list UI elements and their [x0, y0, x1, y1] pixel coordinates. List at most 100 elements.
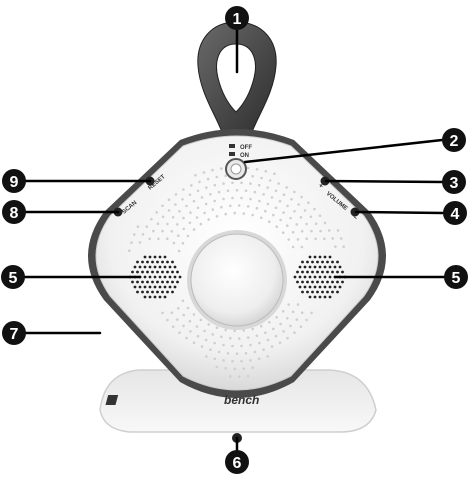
speaker-hole [329, 296, 332, 299]
speaker-hole [164, 276, 167, 279]
perforation-dot [282, 231, 285, 234]
perforation-dot [300, 196, 303, 199]
perforation-dot [203, 171, 206, 174]
perforation-dot [266, 186, 269, 189]
perforation-dot [300, 216, 303, 219]
speaker-hole [164, 266, 167, 269]
speaker-hole [319, 276, 322, 279]
perforation-dot [189, 320, 192, 323]
perforation-dot [201, 345, 204, 348]
speaker-hole [321, 281, 324, 284]
speaker-hole [176, 271, 179, 274]
speaker-hole [149, 296, 152, 299]
speaker-hole [136, 271, 139, 274]
speaker-hole [309, 266, 312, 269]
speaker-hole [341, 271, 344, 274]
speaker-hole [149, 286, 152, 289]
perforation-dot [287, 303, 290, 306]
speaker-hole [329, 286, 332, 289]
perforation-dot [293, 191, 296, 194]
speaker-hole [169, 286, 172, 289]
speaker-hole [316, 291, 319, 294]
perforation-dot [310, 230, 313, 233]
perforation-dot [142, 233, 145, 236]
perforation-dot [285, 186, 288, 189]
perforation-dot [231, 345, 234, 348]
speaker-hole [311, 271, 314, 274]
perforation-dot [282, 330, 285, 333]
callout-4: 4 [443, 201, 467, 225]
speaker-hole [151, 281, 154, 284]
perforation-dot [342, 245, 345, 248]
perforation-dot [193, 200, 196, 203]
perforation-dot [268, 321, 271, 324]
perforation-dot [256, 168, 259, 171]
speaker-hole [166, 271, 169, 274]
callout-9: 9 [2, 169, 26, 193]
speaker-hole [156, 261, 159, 264]
speaker-hole [311, 291, 314, 294]
perforation-dot [266, 355, 269, 358]
perforation-dot [289, 325, 292, 328]
speaker-hole [131, 281, 134, 284]
perforation-dot [213, 200, 216, 203]
perforation-dot [201, 196, 204, 199]
perforation-dot [289, 217, 292, 220]
speaker-hole [164, 296, 167, 299]
perforation-dot [249, 182, 252, 185]
speaker-hole [299, 286, 302, 289]
perforation-dot [224, 367, 227, 370]
perforation-dot [337, 229, 340, 232]
perforation-dot [185, 337, 188, 340]
perforation-dot [227, 352, 230, 355]
perforation-dot [168, 209, 171, 212]
speaker-hole [149, 256, 152, 259]
perforation-dot [182, 228, 185, 231]
perforation-dot [133, 233, 136, 236]
speaker-hole [164, 286, 167, 289]
perforation-dot [293, 331, 296, 334]
perforation-dot [224, 329, 227, 332]
perforation-dot [216, 215, 219, 218]
speaker-hole [136, 281, 139, 284]
speaker-hole [309, 286, 312, 289]
perforation-dot [177, 307, 180, 310]
perforation-dot [260, 325, 263, 328]
perforation-dot [251, 175, 254, 178]
speaker-hole [159, 276, 162, 279]
perforation-dot [251, 328, 254, 331]
speaker-hole [174, 276, 177, 279]
switch-on-label: ON [240, 153, 249, 159]
perforation-dot [161, 230, 164, 233]
speaker-hole [331, 281, 334, 284]
perforation-dot [245, 189, 248, 192]
speaker-hole [324, 256, 327, 259]
perforation-dot [196, 216, 199, 219]
center-button[interactable] [191, 234, 283, 326]
perforation-dot [279, 200, 282, 203]
perforation-dot [319, 230, 322, 233]
speaker-hole [324, 276, 327, 279]
speaker-hole [331, 261, 334, 264]
perforation-dot [275, 316, 278, 319]
perforation-dot [150, 218, 153, 221]
speaker-hole [341, 281, 344, 284]
perforation-dot [310, 216, 313, 219]
speaker-hole [151, 271, 154, 274]
callout-number: 5 [9, 270, 18, 287]
perforation-dot [319, 214, 322, 217]
perforation-dot [194, 174, 197, 177]
perforation-dot [181, 198, 184, 201]
perforation-dot [275, 335, 278, 338]
perforation-dot [231, 197, 234, 200]
speaker-hole [329, 266, 332, 269]
perforation-dot [222, 198, 225, 201]
perforation-dot [196, 325, 199, 328]
perforation-dot [264, 210, 267, 213]
perforation-dot [238, 337, 241, 340]
speaker-hole [159, 256, 162, 259]
perforation-dot [172, 325, 175, 328]
speaker-hole [309, 256, 312, 259]
perforation-dot [182, 325, 185, 328]
